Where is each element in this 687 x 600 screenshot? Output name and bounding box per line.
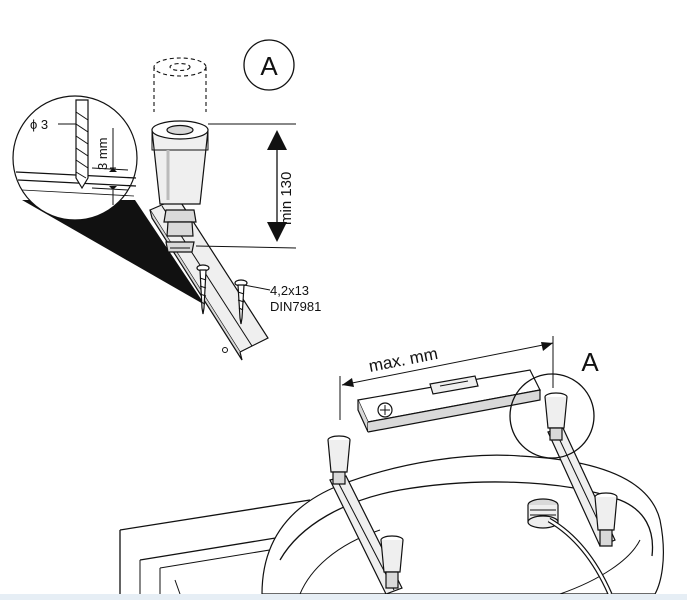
detail-label-a-top: A xyxy=(243,39,295,91)
leg-front-right xyxy=(544,392,568,441)
screw-left xyxy=(196,264,210,315)
leg-back-right xyxy=(594,492,618,547)
drain-fitting xyxy=(527,498,613,596)
screw-right xyxy=(234,279,271,325)
min-height-dimension: min 130 xyxy=(195,123,297,249)
screw-standard-label: DIN7981 xyxy=(270,299,321,314)
leg-foot-top xyxy=(151,57,209,253)
leg-front-left xyxy=(327,435,351,485)
detail-letter-top-text: A xyxy=(260,51,278,81)
max-distance-label: max. mm xyxy=(367,344,439,376)
bathtub-shell xyxy=(261,454,664,595)
detail-marker-a-bottom: A xyxy=(509,347,599,459)
spirit-level xyxy=(357,369,541,433)
detail-letter-bottom-text: A xyxy=(581,347,599,377)
callout-pointer-beam xyxy=(22,200,205,305)
bottom-edge-strip xyxy=(0,594,687,600)
drill-detail-callout: ϕ 3 3 mm xyxy=(12,95,205,305)
drill-diameter-label: ϕ 3 xyxy=(30,117,48,132)
leg-back-left xyxy=(380,535,404,589)
min-height-label: min 130 xyxy=(278,172,295,225)
screw-size-label: 4,2x13 xyxy=(270,283,309,298)
drill-depth-label: 3 mm xyxy=(95,138,110,171)
drill-bit xyxy=(75,99,89,190)
